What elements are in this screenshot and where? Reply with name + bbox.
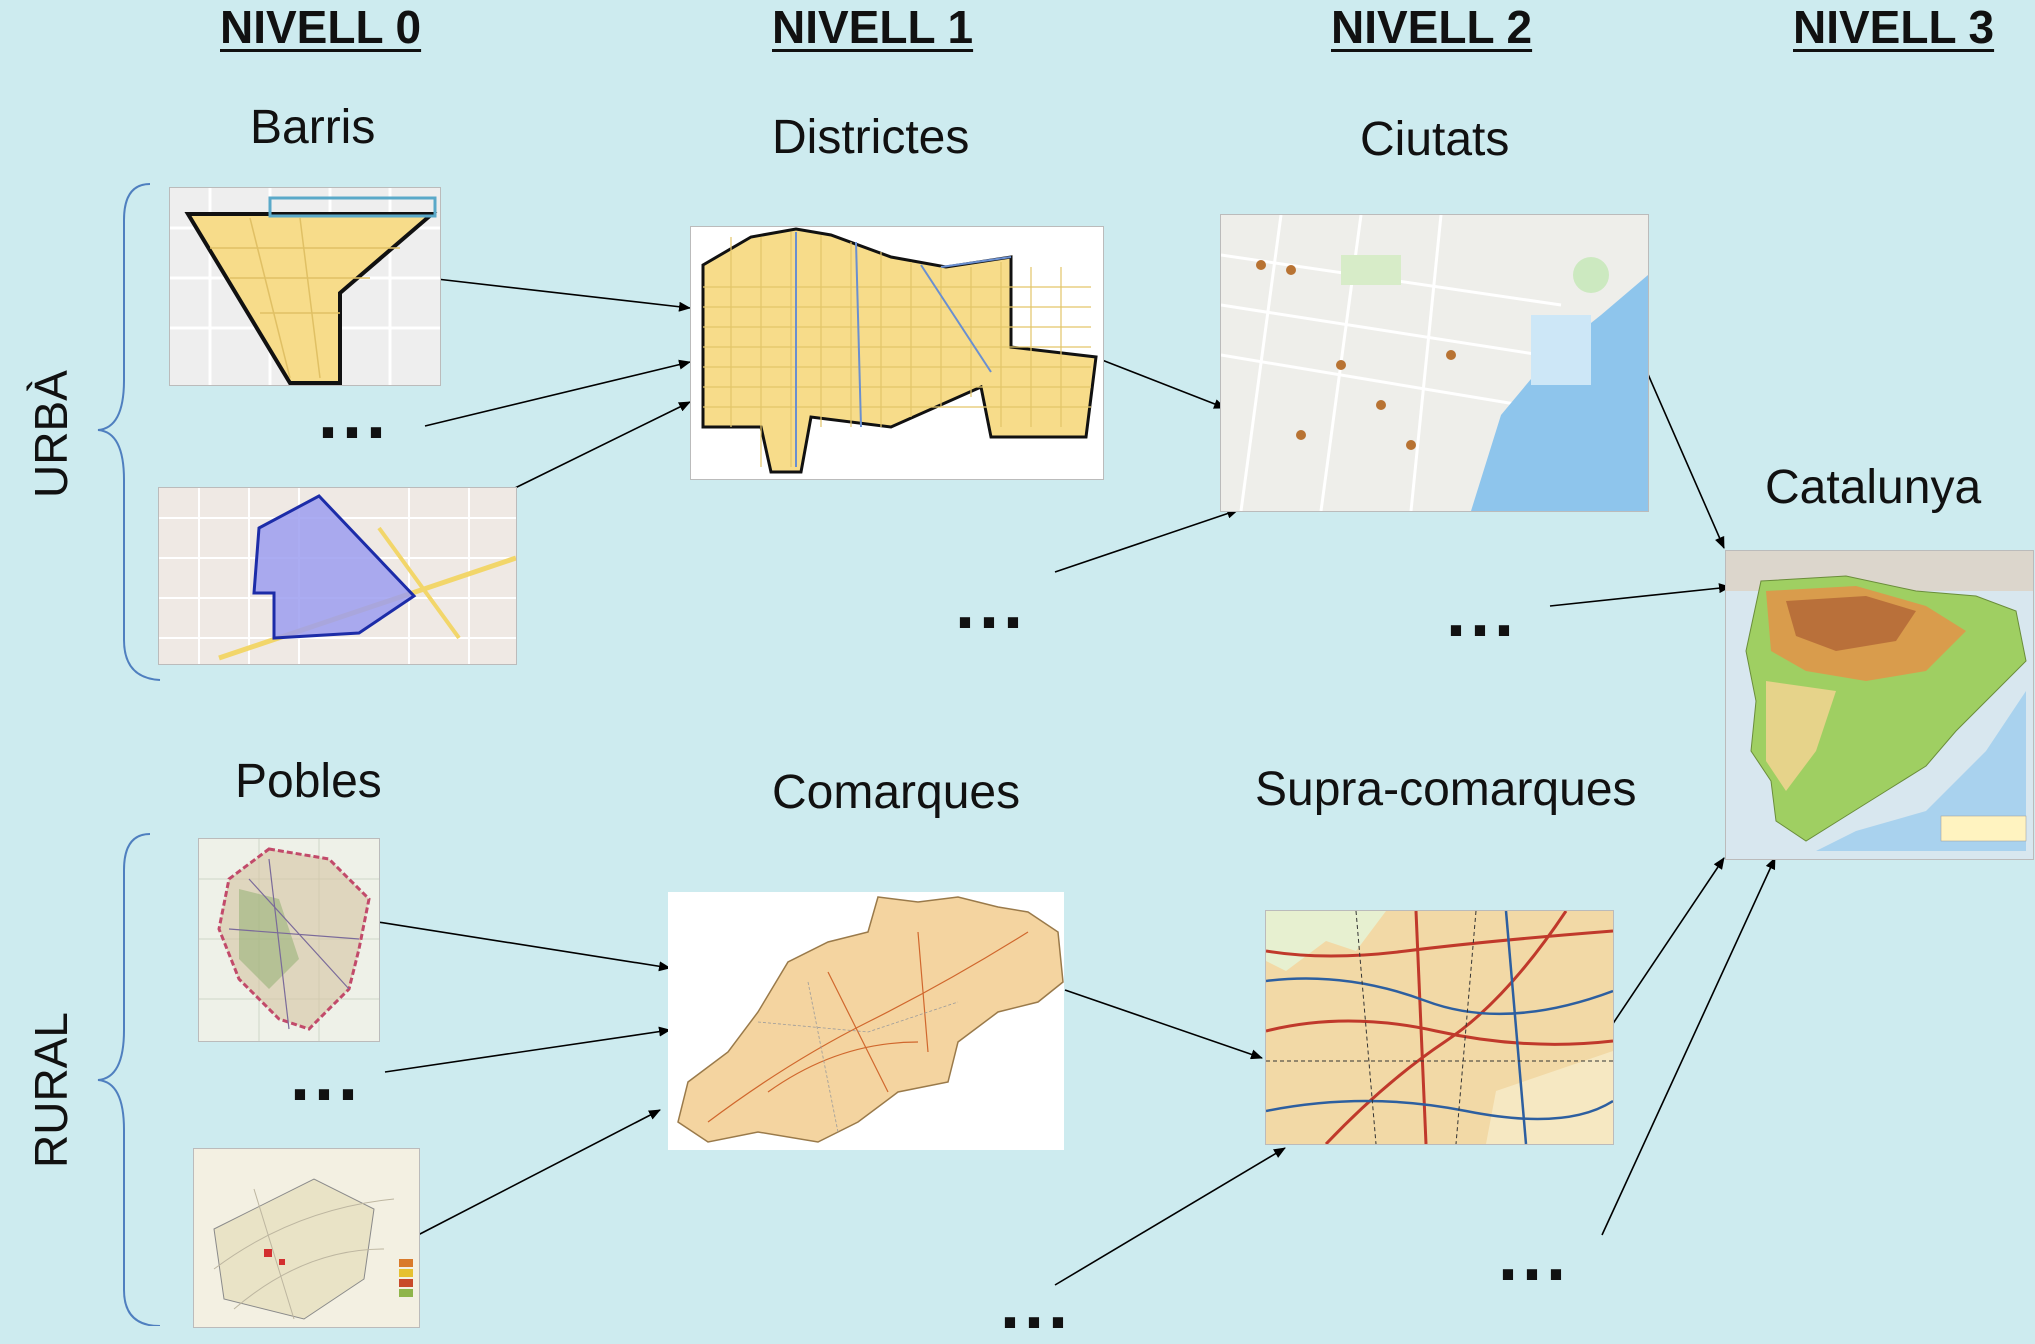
label-comarques: Comarques [772,766,1021,819]
ellipsis-supra: ... [1498,1216,1571,1296]
arrow-dots-supra [1054,1147,1286,1286]
arrow-supra-catalunya [1611,857,1725,1026]
arrow-dots-ciutats [1054,508,1239,573]
label-districtes: Districtes [772,111,970,164]
arrow-poble1-comarques [377,921,671,972]
map-poble-2 [193,1148,420,1328]
map-barri-sant-antoni [169,187,441,386]
label-supra-comarques: Supra-comarques [1255,763,1637,816]
arrow-districtes-ciutats [1101,359,1226,409]
map-poble-1 [198,838,380,1042]
arrow-poble2-comarques [417,1109,661,1236]
rural-brace [97,833,161,1326]
level-0-heading: NIVELL 0 [220,1,422,53]
label-ciutats: Ciutats [1360,113,1510,166]
arrow-dots-districtes [424,359,691,427]
ellipsis-ciutats: ... [1446,572,1519,652]
ellipsis-comarques: ... [1000,1264,1073,1344]
label-pobles: Pobles [235,755,382,808]
arrow-dots-catalunya [1549,583,1731,607]
level-3-heading: NIVELL 3 [1793,1,1995,53]
ellipsis-barris: ... [318,374,391,454]
urban-brace [97,183,161,681]
arrow-barri2-districtes [514,401,691,489]
level-2-heading: NIVELL 2 [1331,1,1533,53]
map-supra-comarca [1265,910,1614,1145]
label-barris: Barris [250,101,376,154]
arrow-barri1-districtes [427,277,691,312]
arrow-comarques-supra [1064,989,1263,1060]
map-barri-sagrada-familia [158,487,517,665]
map-ciutat-barcelona [1220,214,1649,512]
arrow-dots-comarques [384,1026,671,1073]
ellipsis-districtes: ... [955,564,1028,644]
map-comarca-conca-barbera [668,892,1064,1150]
map-catalunya [1725,550,2034,860]
map-districte-eixample [690,226,1104,480]
ellipsis-pobles: ... [290,1036,363,1116]
arrow-ciutats-catalunya [1646,371,1725,549]
label-catalunya: Catalunya [1765,461,1982,514]
level-1-heading: NIVELL 1 [772,1,974,53]
arrow-dots2-catalunya [1601,857,1776,1236]
